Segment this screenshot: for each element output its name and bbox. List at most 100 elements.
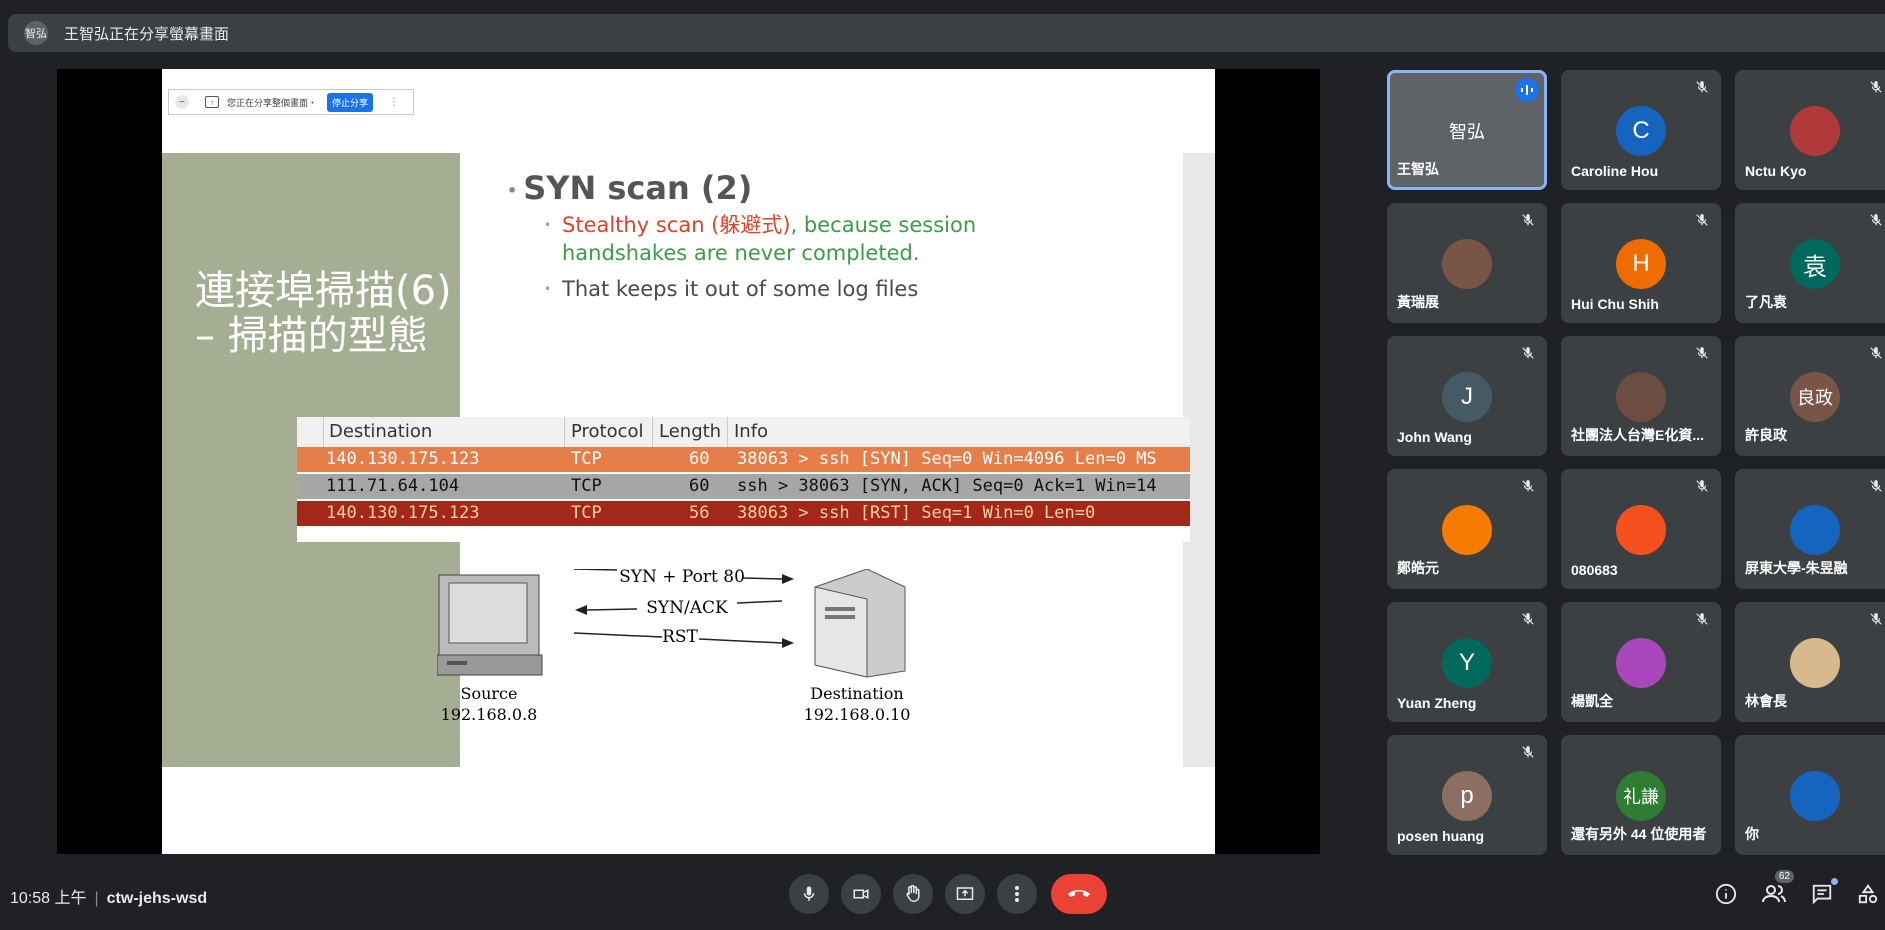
header-protocol: Protocol [571, 421, 644, 442]
mic-off-icon [1521, 213, 1535, 227]
people-button[interactable]: 62 [1760, 870, 1794, 908]
arrow-synack-label: SYN/ACK [646, 598, 728, 618]
participant-name: 鄭皓元 [1397, 560, 1439, 576]
mic-off-icon [1695, 479, 1709, 493]
activities-button[interactable] [1854, 880, 1882, 908]
chat-notification-dot [1831, 878, 1838, 885]
avatar [1616, 505, 1666, 555]
syn-scan-diagram: Source 192.168.0.8 SYN + Port 80 SYN/ACK… [437, 569, 911, 724]
participant-tile[interactable]: 礼謙還有另外 44 位使用者 [1561, 735, 1721, 855]
avatar: 智弘 [1442, 106, 1492, 156]
chat-button[interactable] [1808, 878, 1838, 908]
meeting-time: 10:58 上午 [10, 890, 87, 907]
present-icon: ↑ [205, 96, 219, 108]
mic-off-icon [1869, 479, 1883, 493]
avatar: 良政 [1790, 372, 1840, 422]
participant-name: posen huang [1397, 828, 1485, 844]
avatar: 礼謙 [1616, 771, 1666, 821]
present-screen-icon [956, 887, 974, 900]
meeting-details: 10:58 上午|ctw-jehs-wsd [10, 890, 208, 907]
slide-side-panel-lower [162, 557, 411, 767]
participant-tile[interactable]: 社團法人台灣E化資... [1561, 336, 1721, 456]
avatar: Y [1442, 638, 1492, 688]
avatar [1616, 638, 1666, 688]
source-ip: 192.168.0.8 [441, 705, 538, 724]
info-icon [1715, 883, 1737, 905]
avatar [1790, 106, 1840, 156]
mic-off-icon [1869, 80, 1883, 94]
mic-off-icon [1869, 213, 1883, 227]
camera-button[interactable] [841, 874, 881, 914]
participant-tile[interactable]: H Hui Chu Shih [1561, 203, 1721, 323]
participant-tile[interactable]: 黃瑞展 [1387, 203, 1547, 323]
more-options-button[interactable] [997, 874, 1037, 914]
participant-tile[interactable]: 080683 [1561, 469, 1721, 589]
participant-tile[interactable]: 楊凱全 [1561, 602, 1721, 722]
meeting-info-button[interactable] [1712, 880, 1740, 908]
destination-label: Destination [810, 684, 903, 703]
server-icon [814, 569, 906, 678]
avatar [1442, 239, 1492, 289]
participant-tile[interactable]: 良政許良政 [1735, 336, 1885, 456]
stop-sharing-button[interactable]: 停止分享 [327, 92, 374, 112]
bullet-logfiles: •That keeps it out of some log files [544, 277, 919, 301]
mic-off-icon [1521, 346, 1535, 360]
participant-tile[interactable]: 林會長 [1735, 602, 1885, 722]
avatar: 袁 [1790, 239, 1840, 289]
more-vert-icon [1015, 886, 1019, 902]
participant-tile[interactable]: 你 [1735, 735, 1885, 855]
arrow-syn-label: SYN + Port 80 [619, 569, 745, 587]
speaking-indicator-icon [1515, 78, 1539, 102]
participant-name: Nctu Kyo [1745, 163, 1807, 179]
participant-name: John Wang [1397, 429, 1472, 445]
participant-tile[interactable]: 鄭皓元 [1387, 469, 1547, 589]
avatar [1442, 505, 1492, 555]
minimize-icon[interactable]: − [175, 95, 189, 109]
presentation-area: − ↑ 您正在分享整個畫面・ 停止分享 ⋮ 連接埠掃描(6) – 掃描的型態 •… [57, 69, 1320, 854]
avatar [1616, 372, 1666, 422]
drag-handle-icon[interactable]: ⋮ [389, 96, 400, 108]
participant-tile[interactable]: 智弘王智弘 [1387, 70, 1547, 190]
participant-tile[interactable]: Nctu Kyo [1735, 70, 1885, 190]
avatar [1790, 505, 1840, 555]
meeting-control-bar: 10:58 上午|ctw-jehs-wsd 62 [0, 868, 1885, 930]
participant-name: 黃瑞展 [1397, 294, 1439, 310]
participant-name: 許良政 [1745, 427, 1787, 443]
avatar: H [1616, 239, 1666, 289]
packet-table-header: Destination Protocol Length Info [297, 417, 1190, 448]
computer-icon [437, 574, 543, 676]
presenting-banner: 智弘 王智弘正在分享螢幕畫面 [8, 14, 1885, 52]
participant-name: 社團法人台灣E化資... [1571, 427, 1705, 443]
packet-row: 140.130.175.123 TCP 56 38063 > ssh [RST]… [297, 501, 1190, 526]
people-count-badge: 62 [1774, 870, 1794, 883]
participant-name: 楊凱全 [1571, 693, 1613, 709]
slide-title: 連接埠掃描(6) – 掃描的型態 [195, 268, 452, 359]
participant-tile[interactable]: 袁了凡袁 [1735, 203, 1885, 323]
mic-off-icon [1695, 346, 1709, 360]
participant-tile[interactable]: C Caroline Hou [1561, 70, 1721, 190]
mic-off-icon [1695, 80, 1709, 94]
raise-hand-button[interactable] [893, 874, 933, 914]
meeting-code: ctw-jehs-wsd [106, 890, 208, 907]
present-now-button[interactable] [945, 874, 985, 914]
participant-name: Caroline Hou [1571, 163, 1659, 179]
microphone-icon [803, 886, 815, 901]
mic-off-icon [1521, 612, 1535, 626]
participant-tile[interactable]: 屏東大學-朱昱融 [1735, 469, 1885, 589]
source-label: Source [461, 684, 518, 703]
mic-off-icon [1695, 213, 1709, 227]
people-icon [1762, 885, 1786, 903]
mic-off-icon [1521, 479, 1535, 493]
camera-icon [853, 889, 869, 899]
microphone-button[interactable] [789, 874, 829, 914]
leave-call-button[interactable] [1051, 874, 1107, 914]
hang-up-icon [1068, 890, 1090, 897]
participant-name: Hui Chu Shih [1571, 296, 1659, 312]
packet-row: 140.130.175.123 TCP 60 38063 > ssh [SYN]… [297, 447, 1190, 472]
destination-ip: 192.168.0.10 [804, 705, 911, 724]
avatar: C [1616, 106, 1666, 156]
mic-off-icon [1521, 745, 1535, 759]
